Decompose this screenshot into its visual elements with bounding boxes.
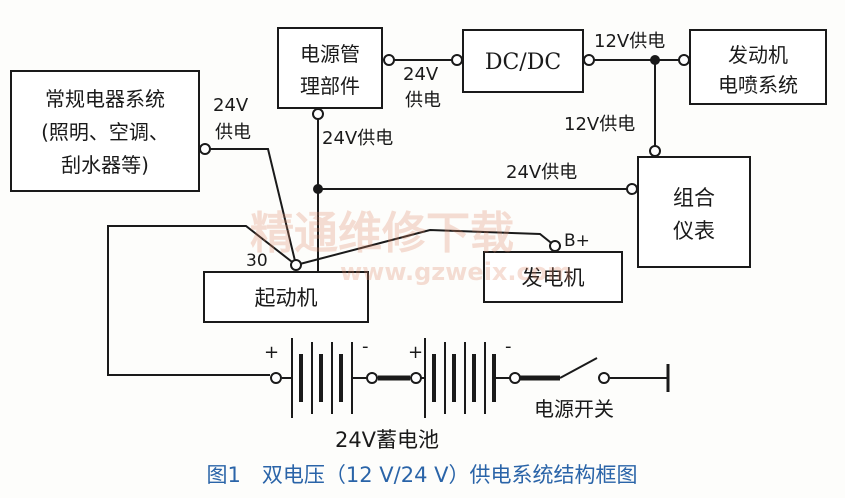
terminal-conventional <box>199 143 211 155</box>
box-generator: 发电机 <box>483 251 623 303</box>
label-supply-pm-dcdc: 供电 <box>405 90 441 111</box>
label-power-switch: 电源开关 <box>534 397 614 421</box>
power-mgmt-line-2: 理部件 <box>300 74 360 98</box>
box-conventional-electrical: 常规电器系统 (照明、空调、 刮水器等) <box>10 70 200 192</box>
label-supply-left: 供电 <box>215 122 251 143</box>
terminal-bat1-plus <box>270 372 282 384</box>
power-mgmt-line-1: 电源管 <box>300 42 360 66</box>
terminal-cluster-left <box>626 183 638 195</box>
label-12v-top: 12V供电 <box>594 31 665 52</box>
label-24v-pm-dcdc: 24V <box>403 64 439 85</box>
conventional-line-3: 刮水器等) <box>61 153 149 177</box>
label-plus-2: + <box>408 342 423 363</box>
wire-generator-starter <box>295 228 556 266</box>
terminal-dcdc-left <box>451 54 463 66</box>
terminal-cluster-top <box>649 145 661 157</box>
efi-line-2: 电喷系统 <box>718 73 798 97</box>
terminal-bat2-plus <box>410 372 422 384</box>
box-power-management: 电源管 理部件 <box>277 27 383 109</box>
terminal-generator-b <box>549 240 561 252</box>
conventional-line-2: (照明、空调、 <box>41 120 169 144</box>
label-24v-cluster: 24V供电 <box>506 162 577 183</box>
terminal-bat2-minus <box>509 372 521 384</box>
label-24v-battery: 24V蓄电池 <box>335 428 439 452</box>
label-24v-pm-down: 24V供电 <box>322 128 393 149</box>
conventional-line-1: 常规电器系统 <box>45 87 165 111</box>
battery-cell-2 <box>424 338 503 418</box>
label-12v-right: 12V供电 <box>564 114 635 135</box>
terminal-starter-30 <box>290 259 302 271</box>
box-engine-efi: 发动机 电喷系统 <box>689 29 827 105</box>
terminal-switch <box>598 372 610 384</box>
box-instrument-cluster: 组合 仪表 <box>637 156 751 268</box>
terminal-pm-bottom <box>312 108 324 120</box>
terminal-pm-right <box>383 54 395 66</box>
power-switch-blade <box>559 357 598 379</box>
cluster-line-2: 仪表 <box>673 219 715 243</box>
wire-conventional-starter <box>205 148 297 266</box>
box-dcdc: DC/DC <box>462 29 584 93</box>
watermark-url: www.gzweix.com <box>340 258 572 286</box>
label-minus-2: - <box>505 336 512 357</box>
label-plus-1: + <box>264 342 279 363</box>
dcdc-label: DC/DC <box>485 50 561 75</box>
terminal-efi-left <box>678 54 690 66</box>
terminal-dcdc-right <box>583 54 595 66</box>
figure-caption: 图1 双电压（12 V/24 V）供电系统结构框图 <box>207 463 638 487</box>
watermark-text: 精通维修下载 <box>250 208 514 259</box>
generator-label: 发电机 <box>522 266 585 290</box>
battery-cell-1 <box>282 338 360 418</box>
wire-battery-starter <box>107 225 297 376</box>
efi-line-1: 发动机 <box>728 43 788 67</box>
label-minus-1: - <box>362 336 369 357</box>
terminal-bat1-minus <box>366 372 378 384</box>
junction-12v <box>650 55 660 65</box>
box-starter: 起动机 <box>203 271 369 323</box>
junction-24v <box>313 184 323 194</box>
starter-label: 起动机 <box>255 286 318 310</box>
label-24v-left: 24V <box>213 95 249 116</box>
cluster-line-1: 组合 <box>673 186 715 210</box>
terminals <box>199 54 690 384</box>
label-terminal-b: B+ <box>564 231 590 251</box>
wiring <box>107 59 684 392</box>
label-terminal-30: 30 <box>246 251 268 271</box>
